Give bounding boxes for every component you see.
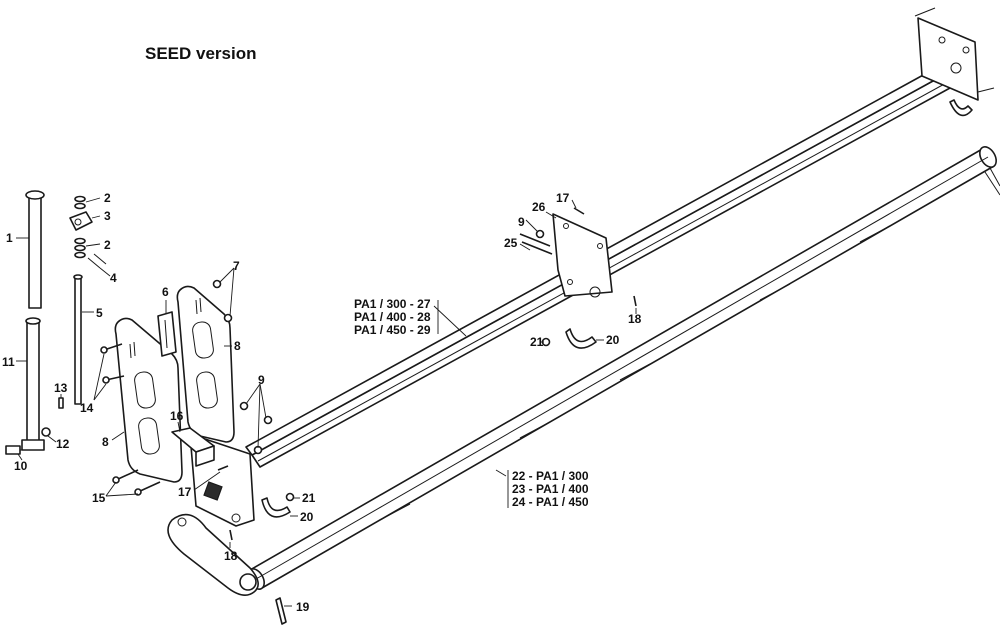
callout-1: 1 <box>6 231 13 245</box>
callout-3: 3 <box>104 209 111 223</box>
part-2-washers-bottom <box>74 237 86 259</box>
callout-5: 5 <box>96 306 103 320</box>
part-17-bolt-middle <box>573 207 585 215</box>
callout-7: 7 <box>233 259 240 273</box>
callout-2-bottom: 2 <box>104 238 111 252</box>
part-10-bolt <box>5 445 28 455</box>
middle-bracket-plate <box>552 213 613 298</box>
callout-14: 14 <box>80 401 94 415</box>
part-16-spacer <box>171 427 215 467</box>
part-8-side-plate-right <box>176 285 235 443</box>
callout-8-right: 8 <box>234 339 241 353</box>
frame-variant-450: PA1 / 450 - 29 <box>354 323 431 337</box>
roller-arm <box>167 513 259 596</box>
part-4-pins <box>87 253 107 269</box>
part-25-bolts <box>519 233 553 255</box>
callout-19: 19 <box>296 600 310 614</box>
part-2-washers-top <box>74 195 86 210</box>
part-12-nut <box>41 427 51 437</box>
roller-variant-400: 23 - PA1 / 400 <box>512 482 589 496</box>
callout-10: 10 <box>14 459 28 473</box>
part-18-bolt-left <box>229 529 233 541</box>
part-3-block <box>69 211 93 231</box>
part-21-nut-left <box>285 492 295 502</box>
part-13-pin <box>58 397 64 409</box>
callout-20-middle: 20 <box>606 333 620 347</box>
part-9-nut-middle <box>535 229 545 239</box>
part-18-bolt-middle <box>633 295 637 307</box>
callout-26: 26 <box>532 200 546 214</box>
callout-17-middle: 17 <box>556 191 570 205</box>
callout-4: 4 <box>110 271 117 285</box>
diagram-title: SEED version <box>145 44 257 63</box>
roller-variants: 22 - PA1 / 300 23 - PA1 / 400 24 - PA1 /… <box>512 469 589 509</box>
frame-end-plate-right <box>914 7 995 117</box>
part-11-lower-tube <box>21 317 45 451</box>
part-15-bolts <box>112 469 161 496</box>
callout-21-left: 21 <box>302 491 316 505</box>
callout-15: 15 <box>92 491 106 505</box>
frame-variant-300: PA1 / 300 - 27 <box>354 297 431 311</box>
part-7-nuts <box>212 279 233 323</box>
frame-variants: PA1 / 300 - 27 PA1 / 400 - 28 PA1 / 450 … <box>354 297 431 337</box>
part-5-rod <box>73 274 83 405</box>
part-1-tube <box>25 190 45 309</box>
part-14-bolts <box>100 343 125 384</box>
part-6-block <box>157 311 177 357</box>
part-17-bolt-left <box>217 465 229 471</box>
frame-variant-400: PA1 / 400 - 28 <box>354 310 431 324</box>
callout-16: 16 <box>170 409 184 423</box>
roller-variant-450: 24 - PA1 / 450 <box>512 495 589 509</box>
callout-17-left: 17 <box>178 485 192 499</box>
part-8-side-plate-left <box>114 317 183 483</box>
callout-8-left: 8 <box>102 435 109 449</box>
callout-9-middle: 9 <box>518 215 525 229</box>
callouts: 1 2 3 2 4 5 6 7 8 8 9 9 10 11 12 13 14 1… <box>2 191 642 614</box>
callout-18-left: 18 <box>224 549 238 563</box>
callout-18-middle: 18 <box>628 312 642 326</box>
callout-2-top: 2 <box>104 191 111 205</box>
callout-12: 12 <box>56 437 70 451</box>
leader-lines <box>16 197 637 607</box>
roller-variant-300: 22 - PA1 / 300 <box>512 469 589 483</box>
roller-tube <box>247 146 1000 590</box>
part-9-nuts <box>239 401 273 455</box>
part-20-u-bolt-left <box>261 497 291 518</box>
callout-21-middle: 21 <box>530 335 544 349</box>
callout-11: 11 <box>2 355 15 369</box>
callout-20-left: 20 <box>300 510 314 524</box>
callout-13: 13 <box>54 381 68 395</box>
callout-25: 25 <box>504 236 518 250</box>
part-20-u-bolt-middle <box>565 328 597 349</box>
callout-9-left: 9 <box>258 373 265 387</box>
pin-19 <box>275 597 287 625</box>
callout-6: 6 <box>162 285 169 299</box>
